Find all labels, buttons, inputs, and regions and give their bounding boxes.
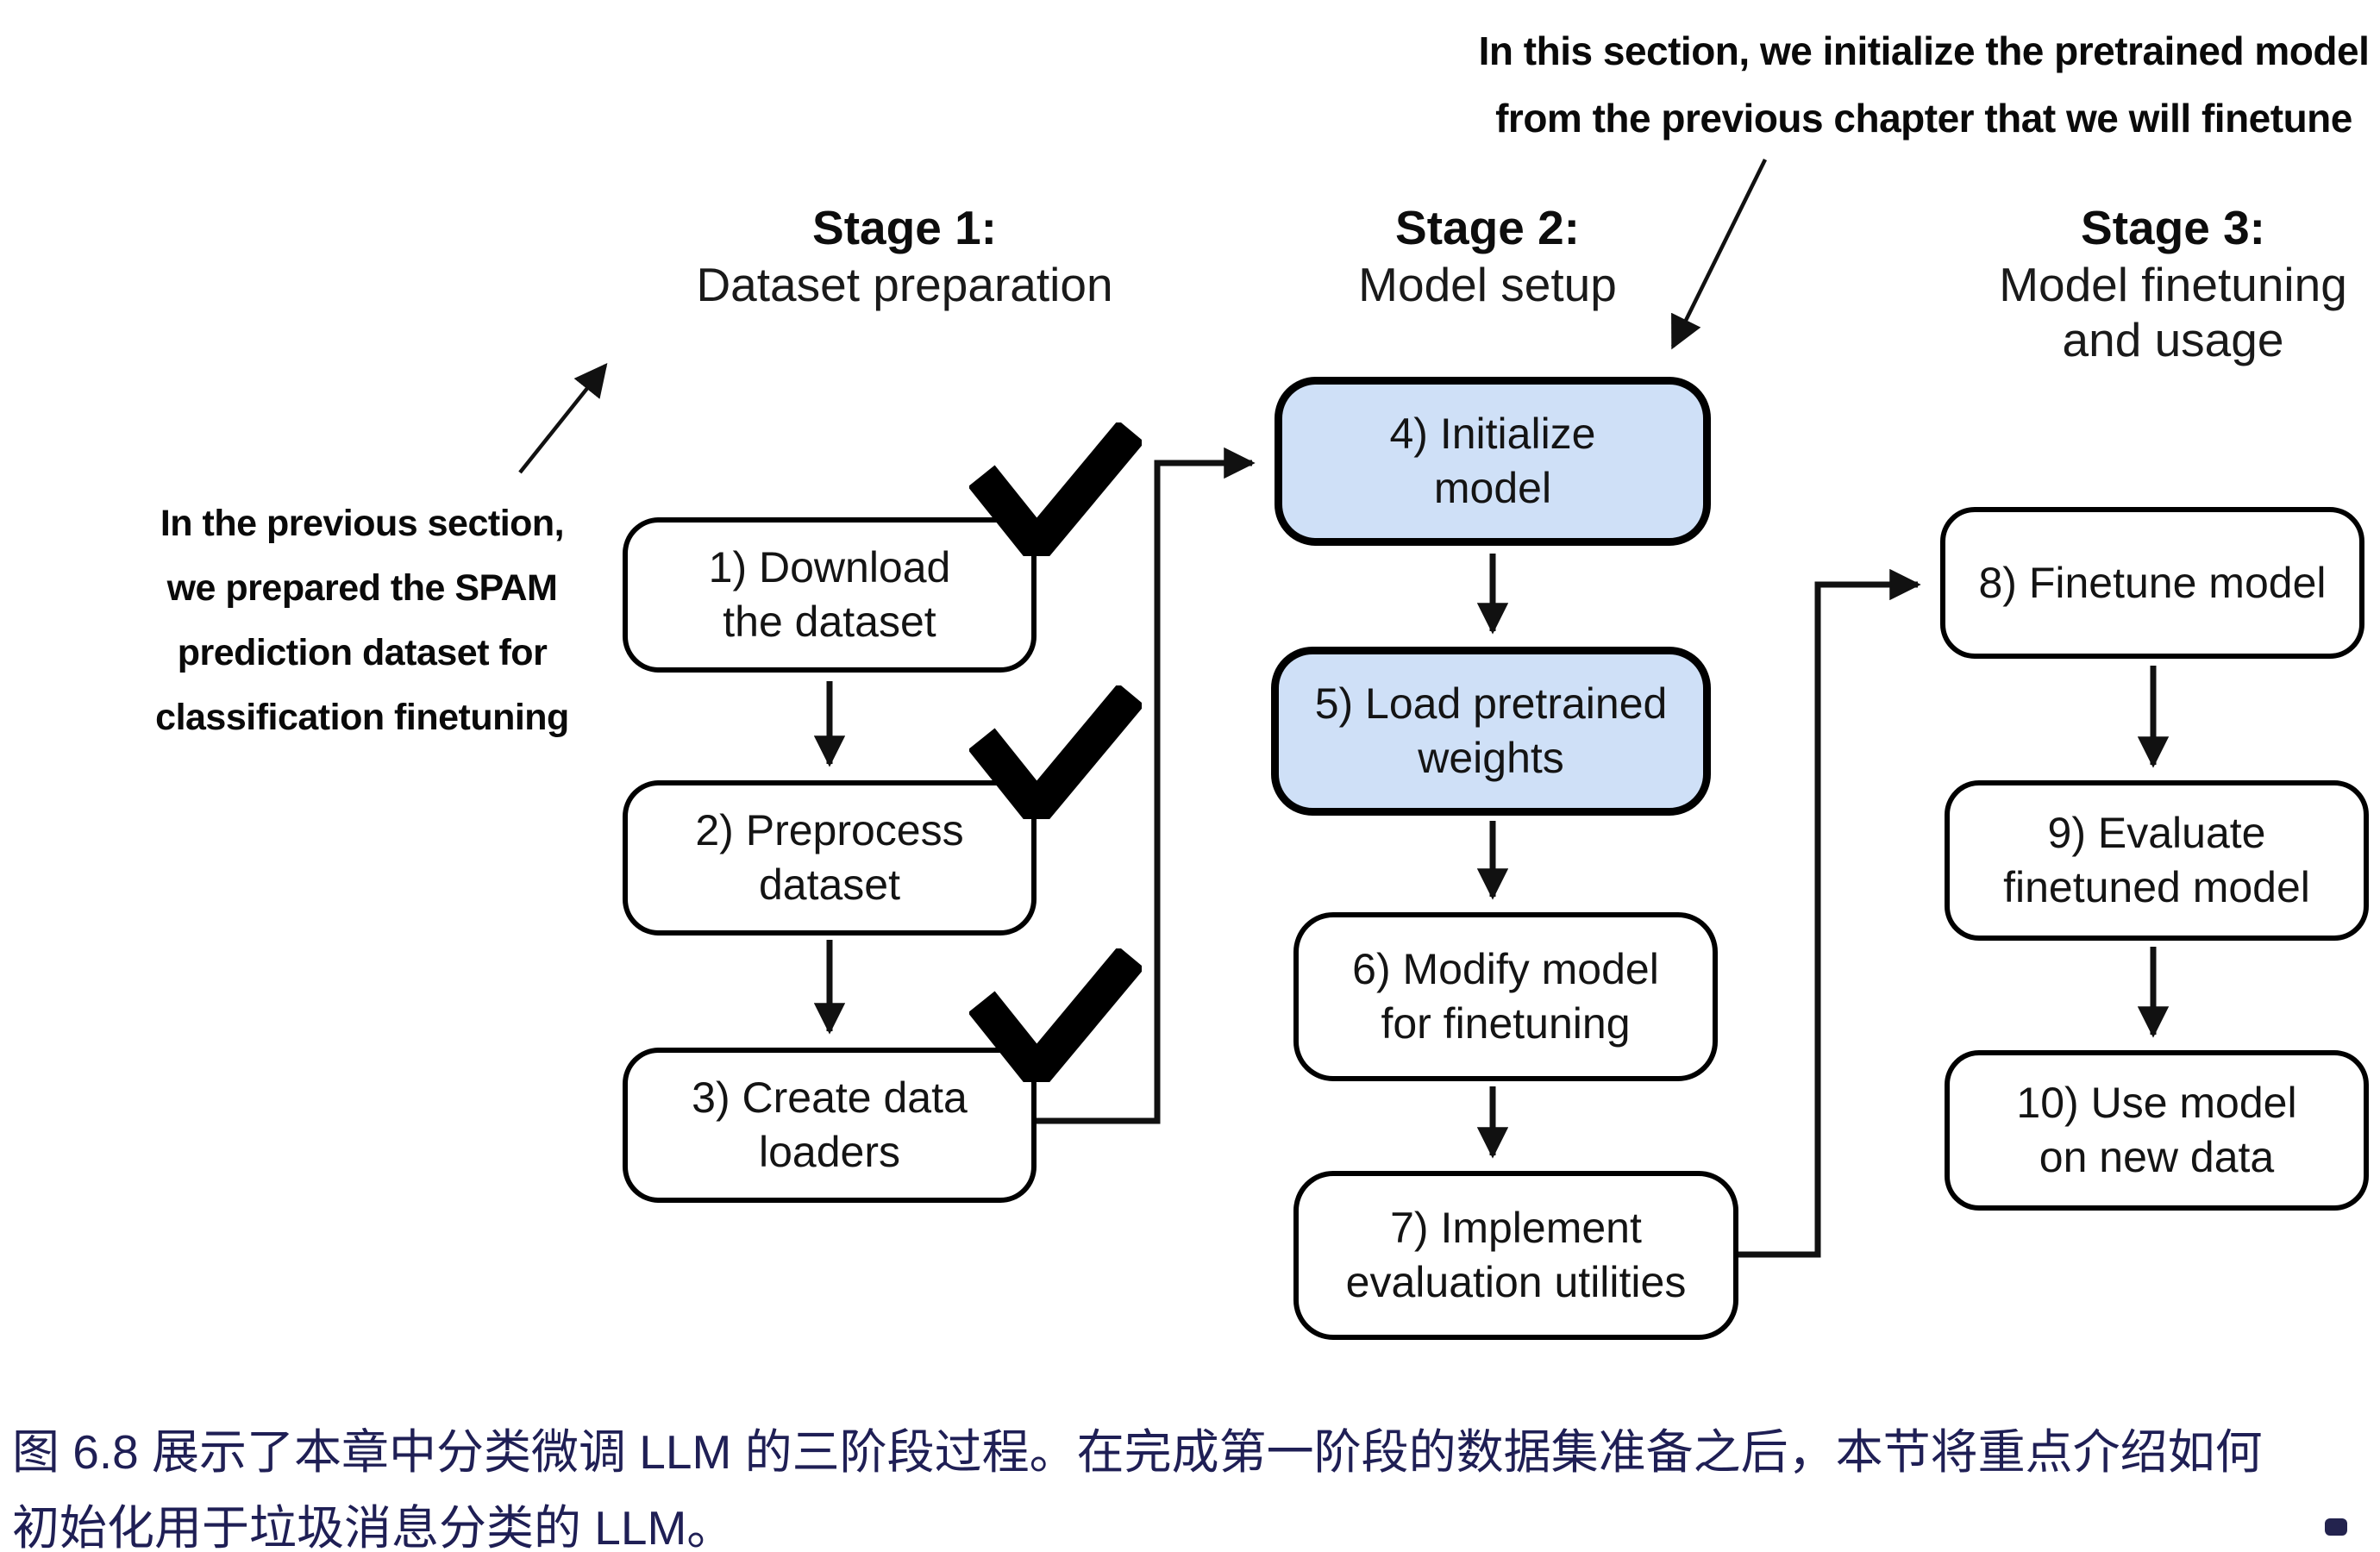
flow-box-download-dataset: 1) Download the dataset	[623, 517, 1037, 673]
stage-2-subtitle: Model setup	[1358, 258, 1617, 311]
stage-1-subtitle: Dataset preparation	[696, 258, 1113, 311]
flow-box-modify-model: 6) Modify model for finetuning	[1293, 912, 1718, 1081]
figure-caption: 图 6.8 展示了本章中分类微调 LLM 的三阶段过程。在完成第一阶段的数据集准…	[12, 1425, 2263, 1552]
ink-mark	[2325, 1518, 2347, 1536]
stage-2-title: Stage 2:	[1395, 201, 1580, 254]
note-previous-section-spam-dataset: In the previous section, we prepared the…	[155, 503, 569, 738]
connector-box7-to-box8	[1738, 568, 1921, 1258]
stage-2-heading: Stage 2: Model setup	[1203, 198, 1772, 312]
arrow-note-to-stage1	[518, 363, 608, 474]
checkmark-icon	[969, 948, 1142, 1082]
stage-1-title: Stage 1:	[812, 201, 997, 254]
flow-box-load-pretrained-weights: 5) Load pretrained weights	[1271, 647, 1711, 816]
checkmark-icon	[969, 422, 1142, 556]
flow-box-evaluate-finetuned-model: 9) Evaluate finetuned model	[1945, 780, 2369, 941]
flow-box-preprocess-dataset: 2) Preprocess dataset	[623, 780, 1037, 936]
flow-box-create-data-loaders: 3) Create data loaders	[623, 1048, 1037, 1203]
flow-box-implement-evaluation-utilities: 7) Implement evaluation utilities	[1293, 1171, 1738, 1340]
flow-box-use-model-new-data: 10) Use model on new data	[1945, 1050, 2369, 1211]
checkmark-icon	[969, 685, 1142, 819]
flow-box-finetune-model: 8) Finetune model	[1940, 507, 2364, 659]
flow-box-initialize-model: 4) Initialize model	[1275, 377, 1711, 546]
stage-3-heading: Stage 3: Model finetuning and usage	[1888, 198, 2380, 367]
stage-1-heading: Stage 1: Dataset preparation	[620, 198, 1189, 312]
stage-3-subtitle: Model finetuning and usage	[1999, 258, 2347, 366]
stage-3-title: Stage 3:	[2081, 201, 2265, 254]
note-initialize-pretrained-model: In this section, we initialize the pretr…	[1478, 28, 2370, 141]
